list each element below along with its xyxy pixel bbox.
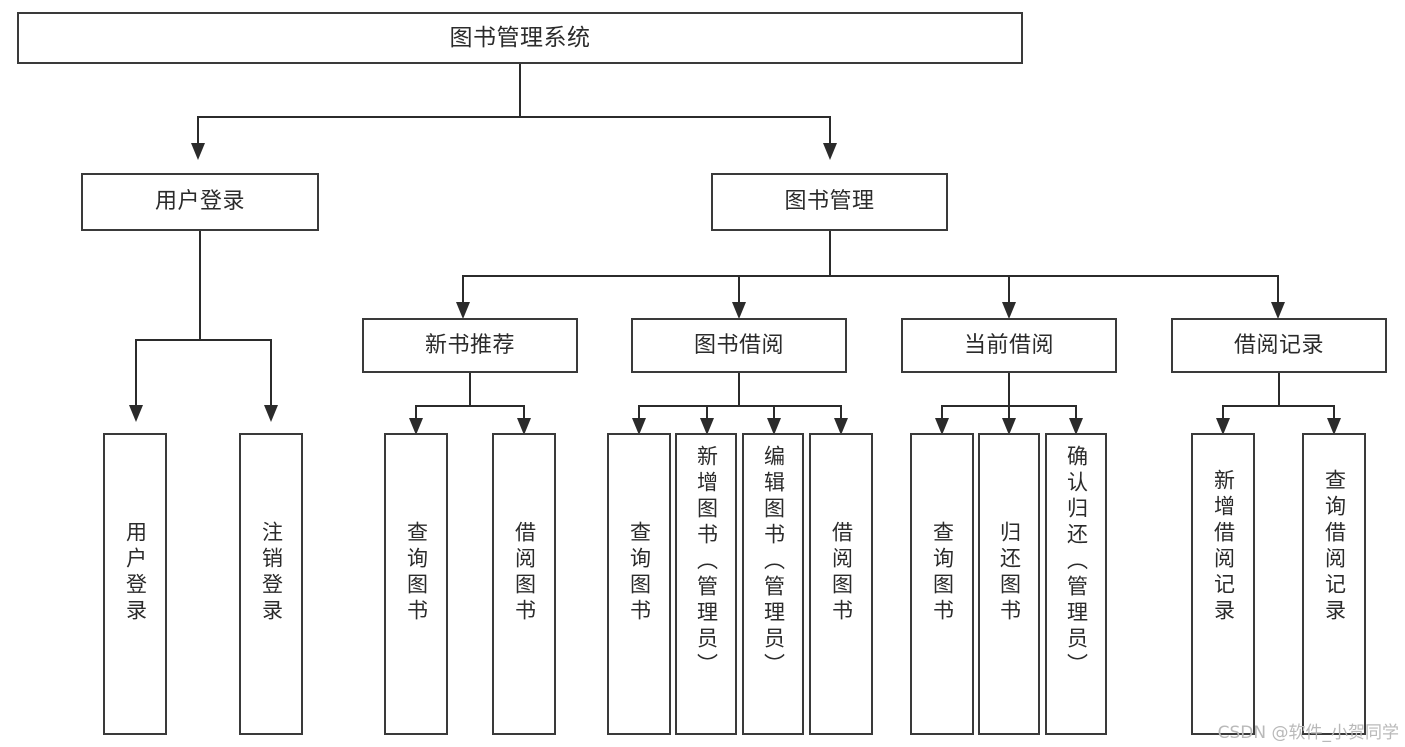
leaf-cb-query-book[interactable]: 查询图书: [910, 433, 974, 735]
edge-nbr-child-2: [523, 405, 525, 420]
edge-borrow-record-stem: [1278, 373, 1280, 405]
edge-level1-bus: [197, 116, 831, 118]
edge-to-user-login: [197, 116, 199, 145]
leaf-label: 查询借阅记录: [1322, 469, 1347, 625]
node-root-book-management-system[interactable]: 图书管理系统: [17, 12, 1023, 64]
leaf-label: 借阅图书: [829, 521, 854, 625]
leaf-bb-add-book-admin[interactable]: 新增图书（管理员）: [675, 433, 737, 735]
edge-book-management-stem: [829, 231, 831, 275]
arrow-bb-child-2: [700, 418, 714, 435]
node-label: 图书管理: [784, 189, 875, 215]
arrow-cb-child-2: [1002, 418, 1016, 435]
edge-level2-bus: [462, 275, 1279, 277]
edge-to-book-management: [829, 116, 831, 145]
leaf-user-login-logout[interactable]: 注销登录: [239, 433, 303, 735]
node-book-management[interactable]: 图书管理: [711, 173, 948, 231]
node-label: 图书借阅: [693, 332, 784, 358]
edge-book-borrow-bus: [638, 405, 841, 407]
edge-br-child-2: [1333, 405, 1335, 420]
leaf-br-add-record[interactable]: 新增借阅记录: [1191, 433, 1255, 735]
leaf-cb-confirm-return-admin[interactable]: 确认归还（管理员）: [1045, 433, 1107, 735]
arrow-to-book-management: [823, 143, 837, 160]
edge-br-child-1: [1222, 405, 1224, 420]
edge-root-stem: [519, 64, 521, 116]
node-new-book-recommend[interactable]: 新书推荐: [362, 318, 578, 373]
arrow-bb-child-3: [767, 418, 781, 435]
arrow-bb-child-1: [632, 418, 646, 435]
arrow-nbr-child-2: [517, 418, 531, 435]
leaf-label: 用户登录: [123, 521, 148, 625]
leaf-nbr-borrow-book[interactable]: 借阅图书: [492, 433, 556, 735]
leaf-label: 编辑图书（管理员）: [761, 445, 786, 679]
edge-cb-child-2: [1008, 405, 1010, 420]
edge-new-book-recommend-bus: [415, 405, 525, 407]
leaf-label: 新增借阅记录: [1211, 469, 1236, 625]
leaf-nbr-query-book[interactable]: 查询图书: [384, 433, 448, 735]
leaf-label: 归还图书: [997, 521, 1022, 625]
edge-bb-child-2: [706, 405, 708, 420]
arrow-to-current-borrow: [1002, 302, 1016, 319]
node-label: 新书推荐: [424, 332, 515, 358]
node-current-borrow[interactable]: 当前借阅: [901, 318, 1117, 373]
node-user-login[interactable]: 用户登录: [81, 173, 319, 231]
edge-borrow-record-bus: [1222, 405, 1335, 407]
arrow-to-book-borrow: [732, 302, 746, 319]
edge-bb-child-4: [840, 405, 842, 420]
leaf-bb-edit-book-admin[interactable]: 编辑图书（管理员）: [742, 433, 804, 735]
arrow-user-login-child-1: [129, 405, 143, 422]
edge-book-borrow-stem: [738, 373, 740, 405]
node-borrow-record[interactable]: 借阅记录: [1171, 318, 1387, 373]
leaf-label: 新增图书（管理员）: [694, 445, 719, 679]
arrow-br-child-2: [1327, 418, 1341, 435]
leaf-bb-borrow-book[interactable]: 借阅图书: [809, 433, 873, 735]
edge-to-borrow-record: [1277, 275, 1279, 304]
edge-to-new-book-recommend: [462, 275, 464, 304]
node-book-borrow[interactable]: 图书借阅: [631, 318, 847, 373]
csdn-watermark: CSDN @软件_小贺同学: [1217, 723, 1399, 743]
node-label: 借阅记录: [1233, 332, 1324, 358]
edge-cb-child-3: [1075, 405, 1077, 420]
edge-user-login-child-1: [135, 339, 137, 407]
arrow-to-borrow-record: [1271, 302, 1285, 319]
edge-bb-child-1: [638, 405, 640, 420]
leaf-label: 注销登录: [259, 521, 284, 625]
edge-cb-child-1: [941, 405, 943, 420]
arrow-bb-child-4: [834, 418, 848, 435]
edge-nbr-child-1: [415, 405, 417, 420]
edge-new-book-recommend-stem: [469, 373, 471, 405]
node-label: 用户登录: [154, 189, 245, 215]
leaf-label: 确认归还（管理员）: [1064, 445, 1089, 679]
leaf-label: 查询图书: [627, 521, 652, 625]
leaf-br-query-record[interactable]: 查询借阅记录: [1302, 433, 1366, 735]
arrow-br-child-1: [1216, 418, 1230, 435]
leaf-cb-return-book[interactable]: 归还图书: [978, 433, 1040, 735]
edge-user-login-stem: [199, 231, 201, 339]
edge-current-borrow-stem: [1008, 373, 1010, 405]
arrow-user-login-child-2: [264, 405, 278, 422]
leaf-label: 查询图书: [930, 521, 955, 625]
arrow-cb-child-3: [1069, 418, 1083, 435]
leaf-label: 借阅图书: [512, 521, 537, 625]
arrow-to-user-login: [191, 143, 205, 160]
arrow-nbr-child-1: [409, 418, 423, 435]
edge-user-login-child-2: [270, 339, 272, 407]
edge-to-book-borrow: [738, 275, 740, 304]
leaf-user-login-login[interactable]: 用户登录: [103, 433, 167, 735]
node-label: 图书管理系统: [449, 24, 591, 51]
leaf-bb-query-book[interactable]: 查询图书: [607, 433, 671, 735]
node-label: 当前借阅: [963, 332, 1054, 358]
edge-user-login-bus: [135, 339, 272, 341]
edge-bb-child-3: [773, 405, 775, 420]
arrow-to-new-book-recommend: [456, 302, 470, 319]
arrow-cb-child-1: [935, 418, 949, 435]
edge-to-current-borrow: [1008, 275, 1010, 304]
leaf-label: 查询图书: [404, 521, 429, 625]
